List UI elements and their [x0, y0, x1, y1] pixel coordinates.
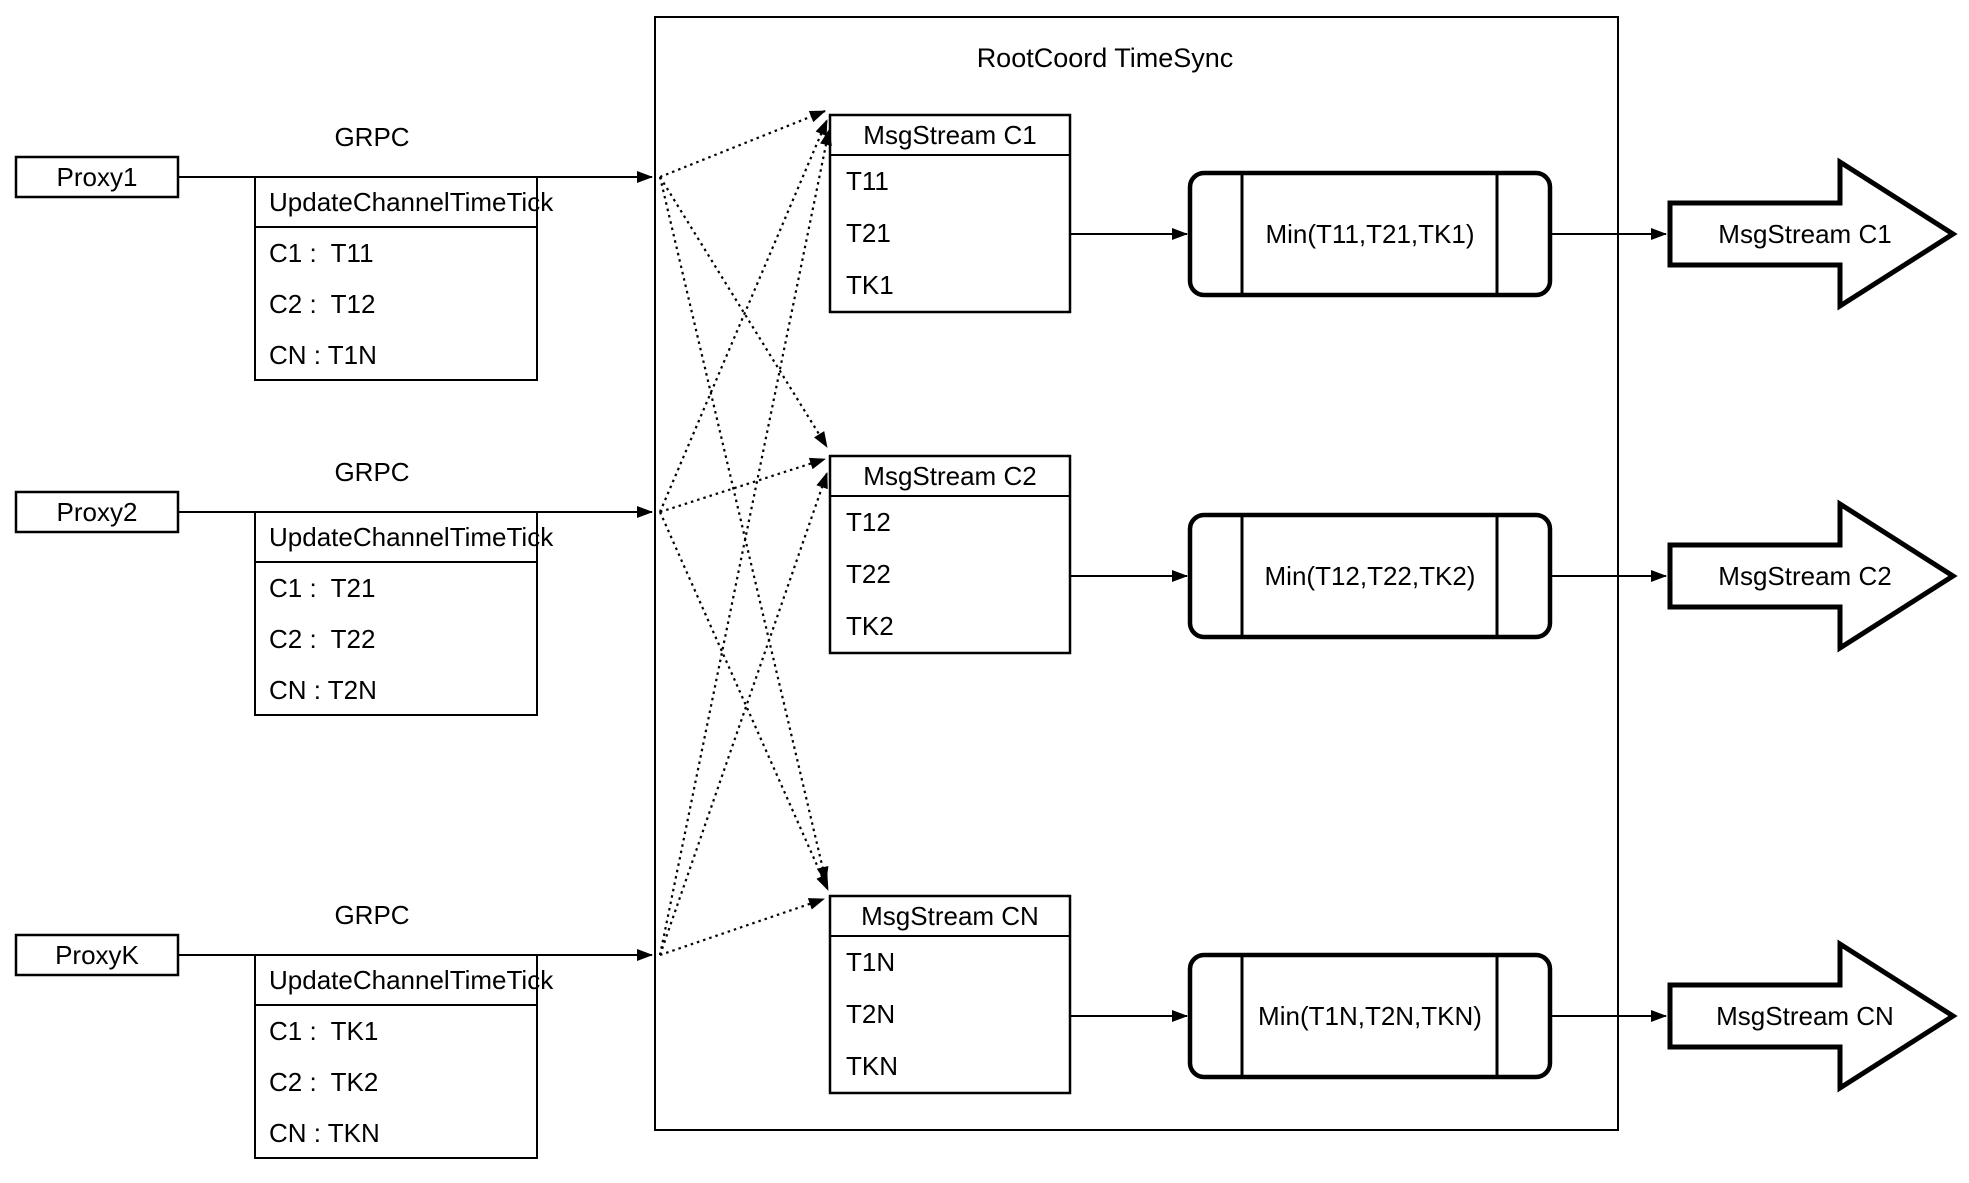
timetick-table [254, 176, 538, 381]
msgstream-row: T1N [846, 947, 895, 977]
timetick-row: C1 : T21 [269, 573, 375, 603]
dotted-links [658, 109, 832, 957]
output-stream-label: MsgStream CN [1716, 1001, 1894, 1031]
timetick-row: CN : TKN [269, 1118, 380, 1148]
proxy-box [14, 933, 180, 977]
dotted-link-p2-cn [658, 511, 830, 891]
proxy-label: Proxy2 [57, 497, 138, 527]
row-proxyk: ProxyK GRPC UpdateChannelTimeTick C1 : T… [14, 894, 1958, 1159]
rootcoord-box [654, 16, 1619, 1131]
msgstream-row: T2N [846, 999, 895, 1029]
timetick-table [254, 511, 538, 716]
msgstream-table [828, 894, 1072, 1095]
dotted-link-p2-c1 [658, 119, 829, 513]
output-stream-arrow [1667, 157, 1958, 311]
timetick-table [254, 954, 538, 1159]
msgstream-header: MsgStream C1 [863, 120, 1036, 150]
output-stream-arrow [1667, 499, 1958, 653]
min-label: Min(T11,T21,TK1) [1265, 219, 1474, 249]
row-proxy2: Proxy2 GRPC UpdateChannelTimeTick C1 : T… [14, 454, 1958, 716]
timetick-header: UpdateChannelTimeTick [269, 522, 554, 552]
rootcoord-title: RootCoord TimeSync [977, 43, 1234, 73]
dotted-link-p1-c1 [659, 109, 826, 179]
msgstream-row: TK1 [846, 270, 894, 300]
msgstream-row: TK2 [846, 611, 894, 641]
msgstream-table [828, 454, 1072, 655]
grpc-label: GRPC [334, 900, 409, 930]
timetick-row: C2 : T12 [269, 289, 375, 319]
msgstream-row: TKN [846, 1051, 898, 1081]
proxy-box [14, 490, 180, 534]
timetick-row: CN : T1N [269, 340, 377, 370]
msgstream-header: MsgStream CN [861, 901, 1039, 931]
min-label: Min(T12,T22,TK2) [1265, 561, 1476, 591]
msgstream-row: T21 [846, 218, 891, 248]
proxy-label: ProxyK [55, 940, 139, 970]
msgstream-row: T11 [846, 166, 889, 196]
dotted-link-pk-cn [659, 897, 825, 957]
dotted-link-p1-c2 [659, 176, 828, 448]
row-proxy1: Proxy1 GRPC UpdateChannelTimeTick C1 : T… [14, 113, 1958, 381]
output-stream-label: MsgStream C1 [1718, 219, 1891, 249]
timetick-row: C2 : T22 [269, 624, 375, 654]
msgstream-table [828, 113, 1072, 314]
timetick-row: C1 : T11 [269, 238, 374, 268]
msgstream-row: T12 [846, 507, 891, 537]
timetick-row: CN : T2N [269, 675, 377, 705]
dotted-link-pk-c2 [658, 472, 829, 956]
timetick-header: UpdateChannelTimeTick [269, 965, 554, 995]
msgstream-row: T22 [846, 559, 891, 589]
grpc-label: GRPC [334, 457, 409, 487]
proxy-box [14, 155, 180, 199]
output-stream-label: MsgStream C2 [1718, 561, 1891, 591]
output-stream-arrow [1667, 939, 1958, 1093]
dotted-link-p2-c2 [659, 457, 826, 514]
grpc-label: GRPC [334, 122, 409, 152]
dotted-link-p1-cn [658, 176, 829, 883]
timetick-row: C1 : TK1 [269, 1016, 378, 1046]
proxy-label: Proxy1 [57, 162, 138, 192]
timetick-row: C2 : TK2 [269, 1067, 378, 1097]
msgstream-header: MsgStream C2 [863, 461, 1036, 491]
timetick-header: UpdateChannelTimeTick [269, 187, 554, 217]
min-label: Min(T1N,T2N,TKN) [1258, 1001, 1482, 1031]
